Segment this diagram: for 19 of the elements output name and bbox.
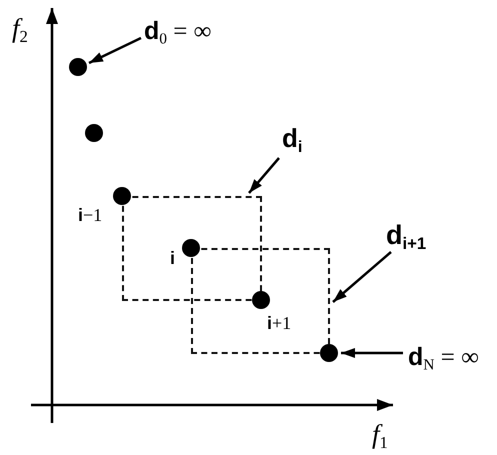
leader-arrow — [88, 36, 142, 64]
data-point — [85, 124, 103, 142]
data-point — [182, 239, 200, 257]
distance-label: d$_{i}$ — [282, 124, 302, 154]
distance-label: d$_{N}$ = ∞ — [408, 343, 479, 373]
data-point — [320, 344, 338, 362]
data-point — [252, 291, 270, 309]
leader-arrow — [248, 157, 280, 194]
point-label: i — [170, 248, 176, 269]
axis-label: f$_{2}$ — [12, 13, 28, 44]
leader-arrow — [332, 251, 392, 303]
leader-arrow — [341, 348, 403, 358]
axis-label: f$_{1}$ — [372, 419, 388, 450]
data-point — [113, 187, 131, 205]
point-label: i+1 — [267, 313, 292, 334]
distance-label: d$_{i+1}$ — [386, 220, 426, 252]
data-point — [69, 58, 87, 76]
point-label: i−1 — [78, 205, 102, 226]
distance-label: d$_{0}$ = ∞ — [144, 17, 212, 47]
